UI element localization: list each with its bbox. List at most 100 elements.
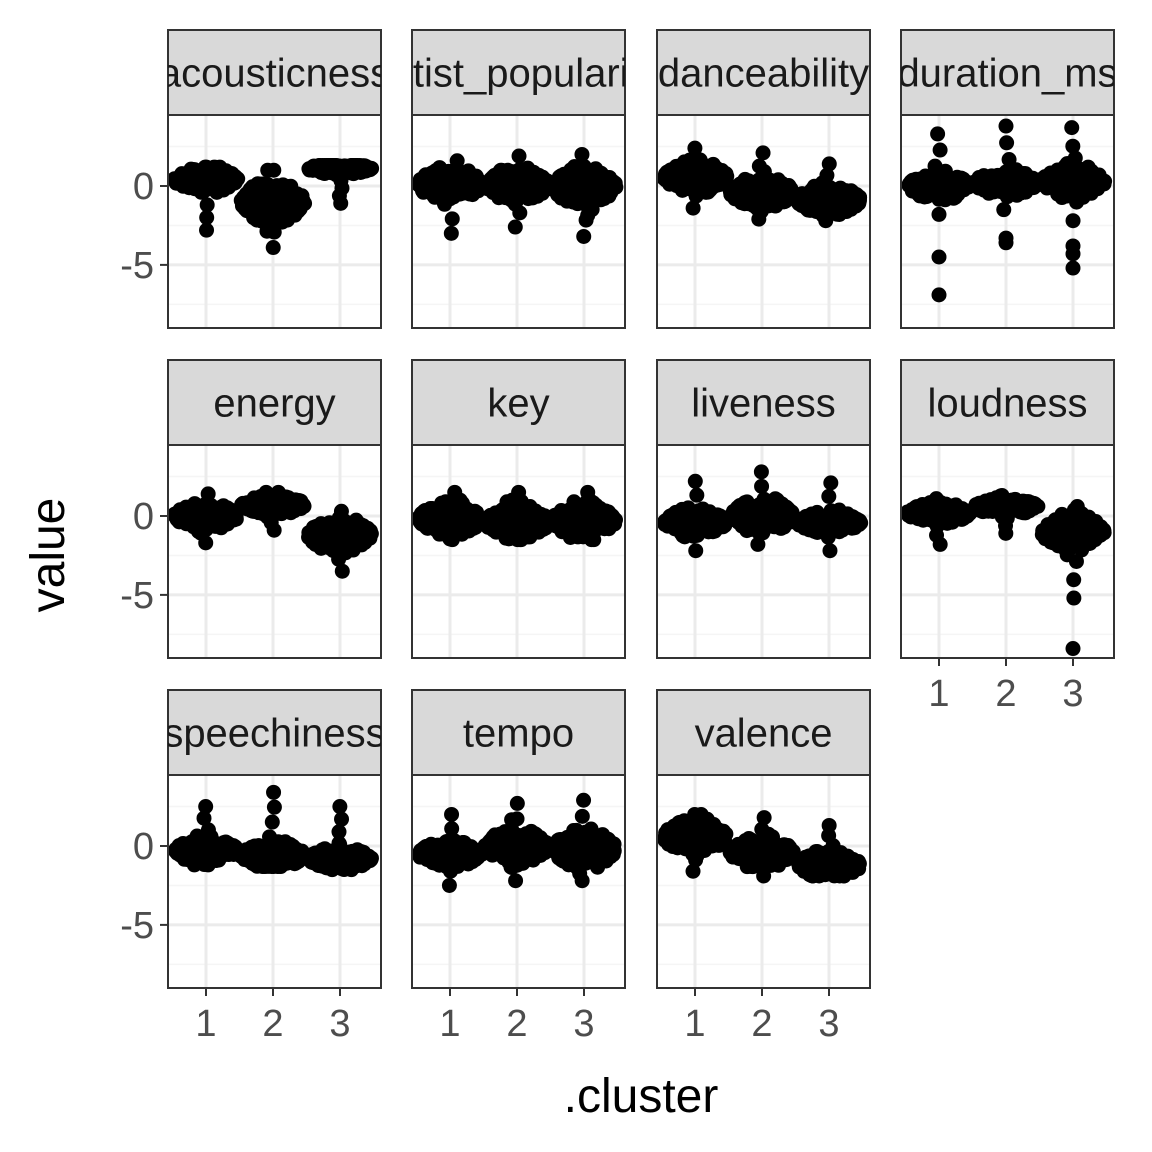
- data-point: [574, 146, 590, 162]
- data-point: [335, 519, 351, 535]
- data-point: [276, 181, 292, 197]
- data-point: [576, 159, 592, 175]
- data-point: [187, 496, 203, 512]
- data-point: [200, 166, 216, 182]
- points-group: [412, 484, 623, 548]
- data-point: [461, 517, 477, 533]
- outlier-point: [1065, 260, 1081, 276]
- facet-label: artist_popularity: [377, 52, 659, 96]
- panel-border: [167, 444, 382, 659]
- data-point: [821, 488, 837, 504]
- data-point: [425, 503, 441, 519]
- data-point: [670, 158, 686, 174]
- data-point: [851, 192, 867, 208]
- data-point: [996, 202, 1012, 218]
- data-point: [666, 172, 682, 188]
- outlier-point: [931, 287, 947, 303]
- data-point: [906, 182, 922, 198]
- data-point: [511, 148, 527, 164]
- data-point: [948, 172, 964, 188]
- data-point: [518, 513, 534, 529]
- data-point: [188, 181, 204, 197]
- data-point: [1039, 170, 1055, 186]
- data-point: [257, 212, 273, 228]
- data-point: [1063, 171, 1079, 187]
- data-point: [491, 172, 507, 188]
- data-point: [505, 165, 521, 181]
- data-point: [750, 523, 766, 539]
- data-point: [560, 166, 576, 182]
- facet-duration-ms: duration_ms: [900, 29, 1115, 329]
- data-point: [417, 170, 433, 186]
- data-point: [661, 516, 677, 532]
- y-tick-label: 0: [133, 496, 154, 538]
- data-point: [680, 509, 696, 525]
- data-point: [765, 191, 781, 207]
- data-point: [350, 523, 366, 539]
- data-point: [468, 169, 484, 185]
- data-point: [485, 507, 501, 523]
- data-point: [265, 240, 281, 256]
- data-point: [330, 158, 346, 174]
- data-point: [739, 514, 755, 530]
- data-point: [441, 184, 457, 200]
- data-point: [590, 190, 606, 206]
- data-point: [559, 507, 575, 523]
- data-point: [213, 165, 229, 181]
- data-point: [334, 563, 350, 579]
- data-point: [583, 493, 599, 509]
- data-point: [1064, 120, 1080, 136]
- data-point: [576, 228, 592, 244]
- data-point: [931, 206, 947, 222]
- data-point: [427, 179, 443, 195]
- data-point: [240, 193, 256, 209]
- data-point: [714, 163, 730, 179]
- panel-border: [656, 114, 871, 329]
- data-point: [675, 525, 691, 541]
- data-point: [508, 193, 524, 209]
- data-point: [443, 173, 459, 189]
- points-group: [657, 140, 868, 229]
- points-group: [901, 118, 1113, 303]
- data-point: [607, 512, 623, 528]
- panel-border: [167, 114, 382, 329]
- data-point: [750, 536, 766, 552]
- facet-strip: [411, 29, 626, 116]
- data-point: [974, 176, 990, 192]
- panel-border: [411, 114, 626, 329]
- data-point: [315, 162, 331, 178]
- data-point: [994, 170, 1010, 186]
- points-group: [168, 484, 379, 579]
- data-point: [710, 517, 726, 533]
- facet-label: danceability: [658, 52, 869, 96]
- data-point: [175, 514, 191, 530]
- data-point: [449, 517, 465, 533]
- data-point: [320, 537, 336, 553]
- data-point: [580, 507, 596, 523]
- data-point: [731, 180, 747, 196]
- data-point: [932, 142, 948, 158]
- data-point: [199, 197, 215, 213]
- facet-liveness: liveness: [656, 359, 871, 659]
- facet-label: acousticness: [159, 52, 390, 96]
- data-point: [436, 513, 452, 529]
- data-point: [199, 222, 215, 238]
- data-point: [936, 174, 952, 190]
- data-point: [687, 473, 703, 489]
- data-point: [168, 173, 184, 189]
- outlier-point: [931, 249, 947, 265]
- outlier-point: [1065, 246, 1081, 262]
- facet-label: liveness: [691, 382, 836, 426]
- data-point: [936, 185, 952, 201]
- data-point: [256, 184, 272, 200]
- data-point: [755, 145, 771, 161]
- data-point: [1020, 170, 1036, 186]
- data-point: [250, 503, 266, 519]
- data-point: [260, 162, 276, 178]
- data-point: [224, 510, 240, 526]
- data-point: [551, 184, 567, 200]
- data-point: [821, 156, 837, 172]
- data-point: [999, 135, 1015, 151]
